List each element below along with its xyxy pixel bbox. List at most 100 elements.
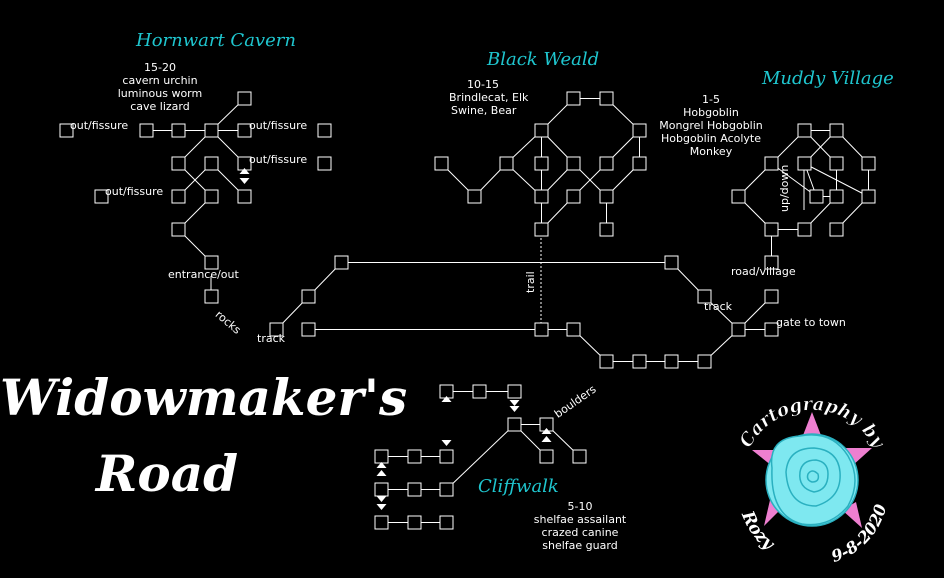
area-title-blackweald: Black Weald: [487, 49, 600, 70]
room-c8: [439, 449, 454, 464]
room-h8: [171, 156, 186, 171]
stair-down-icon: [441, 440, 452, 446]
room-m2: [829, 123, 844, 138]
room-r8: [697, 289, 712, 304]
credit-date: 9-8-2020: [829, 502, 891, 566]
room-b11: [467, 189, 482, 204]
room-r5: [534, 322, 549, 337]
room-c7: [539, 449, 554, 464]
room-m13: [829, 222, 844, 237]
room-m5: [829, 156, 844, 171]
area-title-hornwart: Hornwart Cavern: [136, 30, 296, 51]
area-title-cliffwalk: Cliffwalk: [478, 476, 559, 497]
path-label-updown: up/down: [778, 164, 791, 212]
map-title-line1: Widowmaker's: [0, 368, 408, 427]
room-m7: [731, 189, 746, 204]
room-h14: [237, 189, 252, 204]
room-r3: [269, 322, 284, 337]
room-h12: [171, 189, 186, 204]
room-b2: [599, 91, 614, 106]
room-c11: [374, 482, 389, 497]
room-b8: [566, 156, 581, 171]
path-line: [771, 163, 817, 197]
room-h7: [317, 123, 332, 138]
room-c9: [407, 449, 422, 464]
stair-down-icon: [376, 504, 387, 510]
room-b5: [434, 156, 449, 171]
path-label-trail: trail: [524, 271, 537, 293]
path-line: [446, 424, 515, 490]
room-c14: [374, 515, 389, 530]
room-r10: [632, 354, 647, 369]
exit-label-fissure-left: out/fissure: [70, 119, 129, 132]
room-b7: [534, 156, 549, 171]
room-c3: [507, 384, 522, 399]
room-h17: [204, 255, 219, 270]
room-b15: [534, 222, 549, 237]
stair-up-icon: [541, 436, 552, 442]
stair-up-icon: [239, 168, 250, 174]
room-b14: [599, 189, 614, 204]
credit-arc-text: Cartography by: [735, 394, 889, 453]
room-m11: [764, 222, 779, 237]
room-h13: [204, 189, 219, 204]
stair-down-icon: [509, 400, 520, 406]
room-r14: [764, 289, 779, 304]
exit-label-fissure-lower: out/fissure: [105, 185, 164, 198]
exit-label-gate: gate to town: [776, 316, 846, 329]
room-h1: [237, 91, 252, 106]
room-b16: [599, 222, 614, 237]
room-r6: [566, 322, 581, 337]
room-h15: [94, 189, 109, 204]
svg-text:Cartography by: Cartography by: [735, 394, 889, 453]
area-title-muddyvillage: Muddy Village: [762, 68, 894, 89]
room-c4: [507, 417, 522, 432]
room-m8: [809, 189, 824, 204]
room-c15: [407, 515, 422, 530]
room-b13: [566, 189, 581, 204]
stair-down-icon: [376, 496, 387, 502]
stair-up-icon: [541, 428, 552, 434]
room-b12: [534, 189, 549, 204]
svg-text:9-8-2020: 9-8-2020: [829, 502, 891, 566]
room-b1: [566, 91, 581, 106]
credit-emblem-text: Cartography by Rozy 9-8-2020: [735, 394, 891, 566]
room-h6: [237, 123, 252, 138]
map-title: Widowmaker's Road: [0, 370, 407, 502]
room-m6: [861, 156, 876, 171]
room-h16: [171, 222, 186, 237]
room-b3: [534, 123, 549, 138]
credit-author: Rozy: [737, 507, 779, 555]
room-h18: [204, 289, 219, 304]
exit-label-road-village: road/village: [731, 265, 796, 278]
room-h5: [59, 123, 74, 138]
map-rooms: [59, 91, 876, 530]
stair-up-icon: [376, 470, 387, 476]
room-m10: [861, 189, 876, 204]
room-b4: [632, 123, 647, 138]
room-r1: [334, 255, 349, 270]
room-h3: [171, 123, 186, 138]
stair-down-icon: [239, 178, 250, 184]
room-h9: [204, 156, 219, 171]
room-r11: [664, 354, 679, 369]
room-r2: [301, 289, 316, 304]
room-c6: [572, 449, 587, 464]
room-r7: [664, 255, 679, 270]
room-r15: [764, 322, 779, 337]
stair-down-icon: [509, 406, 520, 412]
path-label-track-right: track: [704, 300, 732, 313]
stair-up-icon: [441, 396, 452, 402]
room-c12: [407, 482, 422, 497]
map-title-line2: Road: [95, 444, 239, 503]
room-m3: [764, 156, 779, 171]
stair-up-icon: [376, 462, 387, 468]
room-b9: [599, 156, 614, 171]
room-m9: [829, 189, 844, 204]
room-m4: [797, 156, 812, 171]
exit-label-fissure-right-mid: out/fissure: [249, 153, 308, 166]
